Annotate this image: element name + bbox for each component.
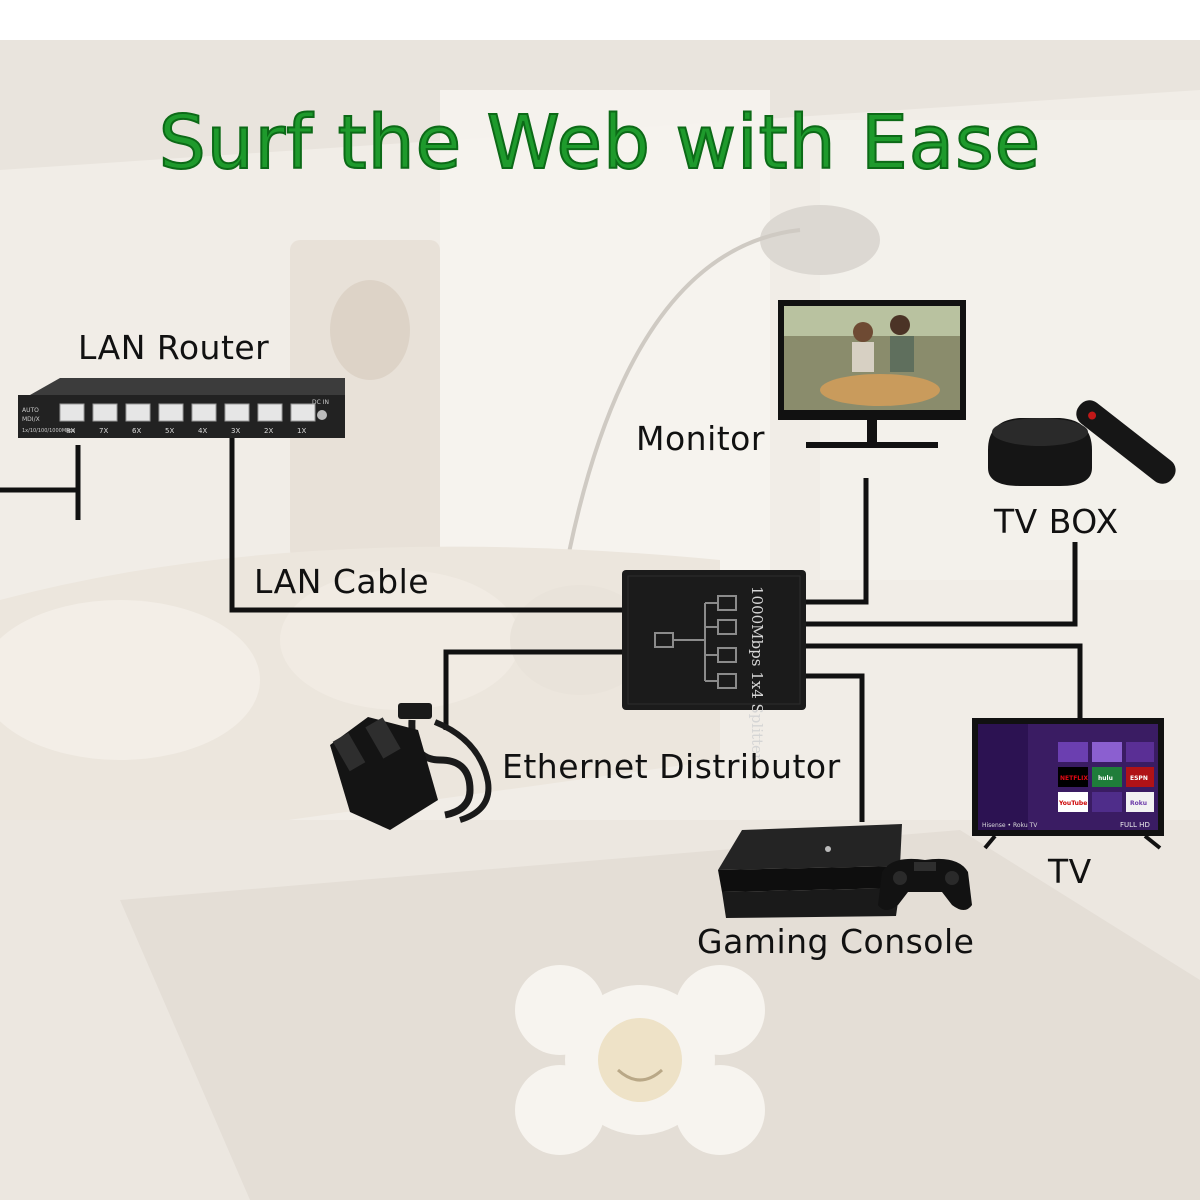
power-adapter (330, 703, 492, 830)
tv-tile-youtube: YouTube (1058, 800, 1087, 807)
monitor-cable (806, 478, 869, 605)
tv-label: TV (1048, 852, 1092, 891)
port-label: 6X (132, 427, 141, 435)
router-ports (59, 403, 316, 422)
tv-box-label: TV BOX (994, 502, 1119, 541)
lan-cable-label: LAN Cable (254, 562, 430, 601)
headline: Surf the Web with Ease (158, 99, 1042, 187)
monitor (778, 300, 966, 448)
tv-tile-espn: ESPN (1130, 775, 1148, 782)
tv-tile-roku: Roku (1130, 800, 1147, 807)
tv-badge: FULL HD (1120, 821, 1150, 829)
router-badge-top: AUTO (22, 407, 39, 414)
lan-cable (229, 412, 622, 613)
monitor-label: Monitor (636, 419, 765, 458)
router-uplink-cable (0, 445, 81, 520)
port-label: 8X (66, 427, 75, 435)
tv: NETFLIX hulu ESPN YouTube Roku Hisense •… (972, 718, 1164, 850)
tv-tile-hulu: hulu (1098, 775, 1113, 782)
console-cable (806, 673, 865, 822)
tv-cable (806, 643, 1083, 718)
router-badge-mid: MDI/X (22, 416, 40, 423)
port-label: 1X (297, 427, 306, 435)
splitter-label: 1000Mbps 1x4 Splitter (748, 586, 766, 762)
ethernet-distributor-label: Ethernet Distributor (502, 747, 841, 786)
ethernet-splitter: 1000Mbps 1x4 Splitter (622, 570, 806, 762)
cables (0, 412, 1083, 822)
port-label: 3X (231, 427, 240, 435)
router-port-labels: 8X 7X 6X 5X 4X 3X 2X 1X (66, 427, 306, 435)
lan-router-label: LAN Router (78, 328, 270, 367)
port-label: 4X (198, 427, 207, 435)
tv-box (988, 400, 1176, 486)
tvbox-cable (806, 542, 1078, 627)
power-cable (443, 649, 622, 730)
router-power-label: DC IN (312, 399, 329, 406)
lan-router: AUTO MDI/X 1x/10/100/1000Mbps DC IN 8X 7… (18, 378, 345, 438)
gaming-console-label: Gaming Console (697, 922, 975, 961)
gaming-console (718, 824, 972, 918)
router-spec: 1x/10/100/1000Mbps (22, 428, 75, 434)
tv-brand-label: Hisense • Roku TV (982, 822, 1038, 829)
port-label: 7X (99, 427, 108, 435)
tv-tile-netflix: NETFLIX (1060, 775, 1088, 782)
port-label: 5X (165, 427, 174, 435)
tv-tiles (1058, 742, 1154, 812)
port-label: 2X (264, 427, 273, 435)
splitter-diagram-icon (654, 595, 737, 689)
